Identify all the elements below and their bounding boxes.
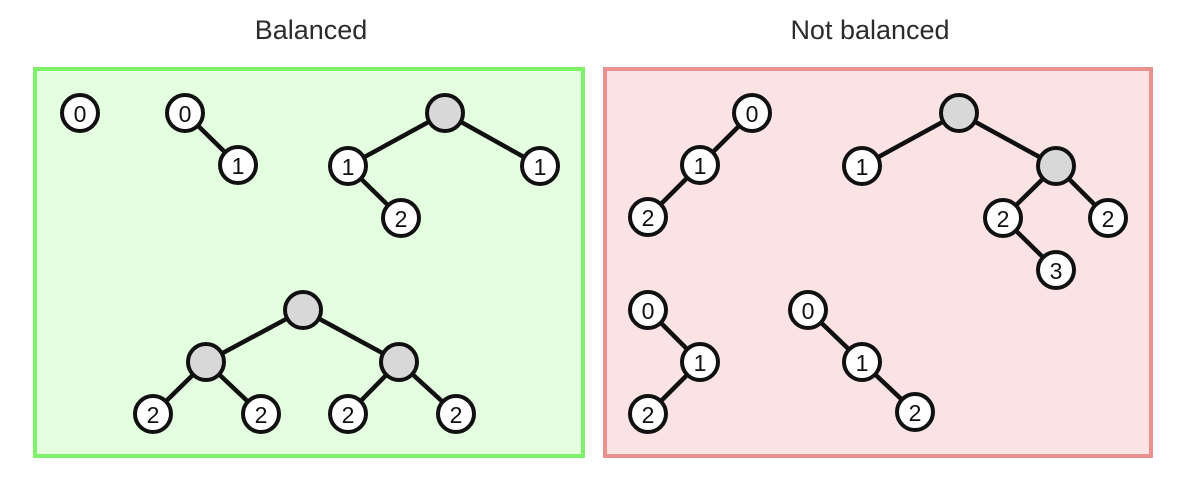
panel-not-balanced — [603, 67, 1153, 458]
panel-balanced — [33, 67, 585, 458]
panel-title-balanced: Balanced — [254, 15, 368, 45]
panel-title-not-balanced: Not balanced — [790, 15, 950, 45]
